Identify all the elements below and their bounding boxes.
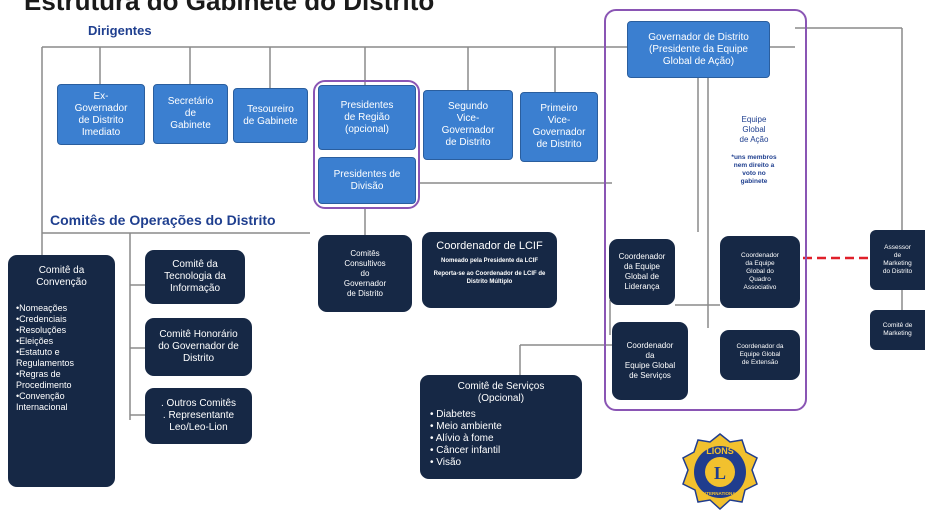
convencao-item: •Eleições (16, 336, 54, 346)
servicos-list: • Diabetes• Meio ambiente• Alívio à fome… (430, 409, 502, 469)
comites-consultivos-box: Comitês Consultivos do Governador de Dis… (318, 235, 412, 312)
convencao-item: •Credenciais (16, 314, 67, 324)
governador-distrito-box: Governador de Distrito (Presidente da Eq… (627, 21, 770, 78)
convencao-title: Comitê da Convenção (36, 265, 87, 288)
comite-servicos-box: Comitê de Serviços (Opcional) • Diabetes… (420, 375, 582, 479)
coordenador-lcif-note-2: Reporta-se ao Coordenador de LCIF de Dis… (433, 271, 546, 285)
coord-lideranca-box: Coordenador da Equipe Global de Lideranç… (609, 239, 675, 305)
ex-governador-box: Ex- Governador de Distrito Imediato (57, 84, 145, 145)
logo-bottom-text: INTERNATIONAL (702, 491, 739, 496)
equipe-global-frame (604, 9, 807, 411)
convencao-list: •Nomeações•Credenciais•Resoluções•Eleiçõ… (16, 303, 74, 413)
equipe-global-note: *uns membros nem direito a voto no gabin… (731, 154, 777, 185)
coordenador-lcif-box: Coordenador de LCIF Nomeado pela Preside… (422, 232, 557, 308)
presidentes-divisao-box: Presidentes de Divisão (318, 157, 416, 204)
convencao-item: •Estatuto e Regulamentos (16, 347, 75, 368)
comite-tecnologia-box: Comitê da Tecnologia da Informação (145, 250, 245, 304)
segundo-vice-governador-box: Segundo Vice- Governador de Distrito (423, 90, 513, 160)
convencao-item: •Nomeações (16, 303, 68, 313)
servicos-item: • Diabetes (430, 409, 476, 420)
comite-honorario-box: Comitê Honorário do Governador de Distri… (145, 318, 252, 376)
page-title: Estrutura do Gabinete do Distrito (24, 0, 435, 16)
coordenador-lcif-title: Coordenador de LCIF (436, 240, 543, 252)
logo-letter: L (714, 463, 726, 483)
outros-comites-box: . Outros Comitês . Representante Leo/Leo… (145, 388, 252, 444)
presidentes-frame (313, 80, 420, 209)
comite-marketing-box: Comitê de Marketing (870, 310, 925, 350)
servicos-title: Comitê de Serviços (Opcional) (457, 381, 545, 404)
secretario-box: Secretário de Gabinete (153, 84, 228, 144)
presidentes-regiao-box: Presidentes de Região (opcional) (318, 85, 416, 150)
tesoureiro-box: Tesoureiro de Gabinete (233, 88, 308, 143)
dirigentes-heading: Dirigentes (88, 23, 152, 38)
convencao-item: •Resoluções (16, 325, 67, 335)
lions-logo: LIONS L INTERNATIONAL (682, 433, 758, 511)
servicos-item: • Câncer infantil (430, 445, 501, 456)
convencao-item: •Convenção Internacional (16, 391, 68, 412)
primeiro-vice-governador-box: Primeiro Vice- Governador de Distrito (520, 92, 598, 162)
comite-convencao-box: Comitê da Convenção •Nomeações•Credencia… (8, 255, 115, 487)
coord-extensao-box: Coordenador da Equipe Global de Extensão (720, 330, 800, 380)
equipe-global-label: Equipe Global de Ação (739, 115, 769, 144)
comites-operacoes-heading: Comitês de Operações do Distrito (50, 212, 276, 228)
assessor-marketing-box: Assessor de Marketing do Distrito (870, 230, 925, 290)
servicos-item: • Alívio à fome (430, 433, 494, 444)
servicos-item: • Visão (430, 457, 462, 468)
logo-top-text: LIONS (706, 446, 734, 456)
coord-servicos-box: Coordenador da Equipe Global de Serviços (612, 322, 688, 400)
coordenador-lcif-note-1: Nomeado pela Presidente da LCIF (440, 258, 539, 264)
convencao-item: •Regras de Procedimento (16, 369, 72, 390)
coord-quadro-associativo-box: Coordenador da Equipe Global do Quadro A… (720, 236, 800, 308)
servicos-item: • Meio ambiente (430, 421, 502, 432)
